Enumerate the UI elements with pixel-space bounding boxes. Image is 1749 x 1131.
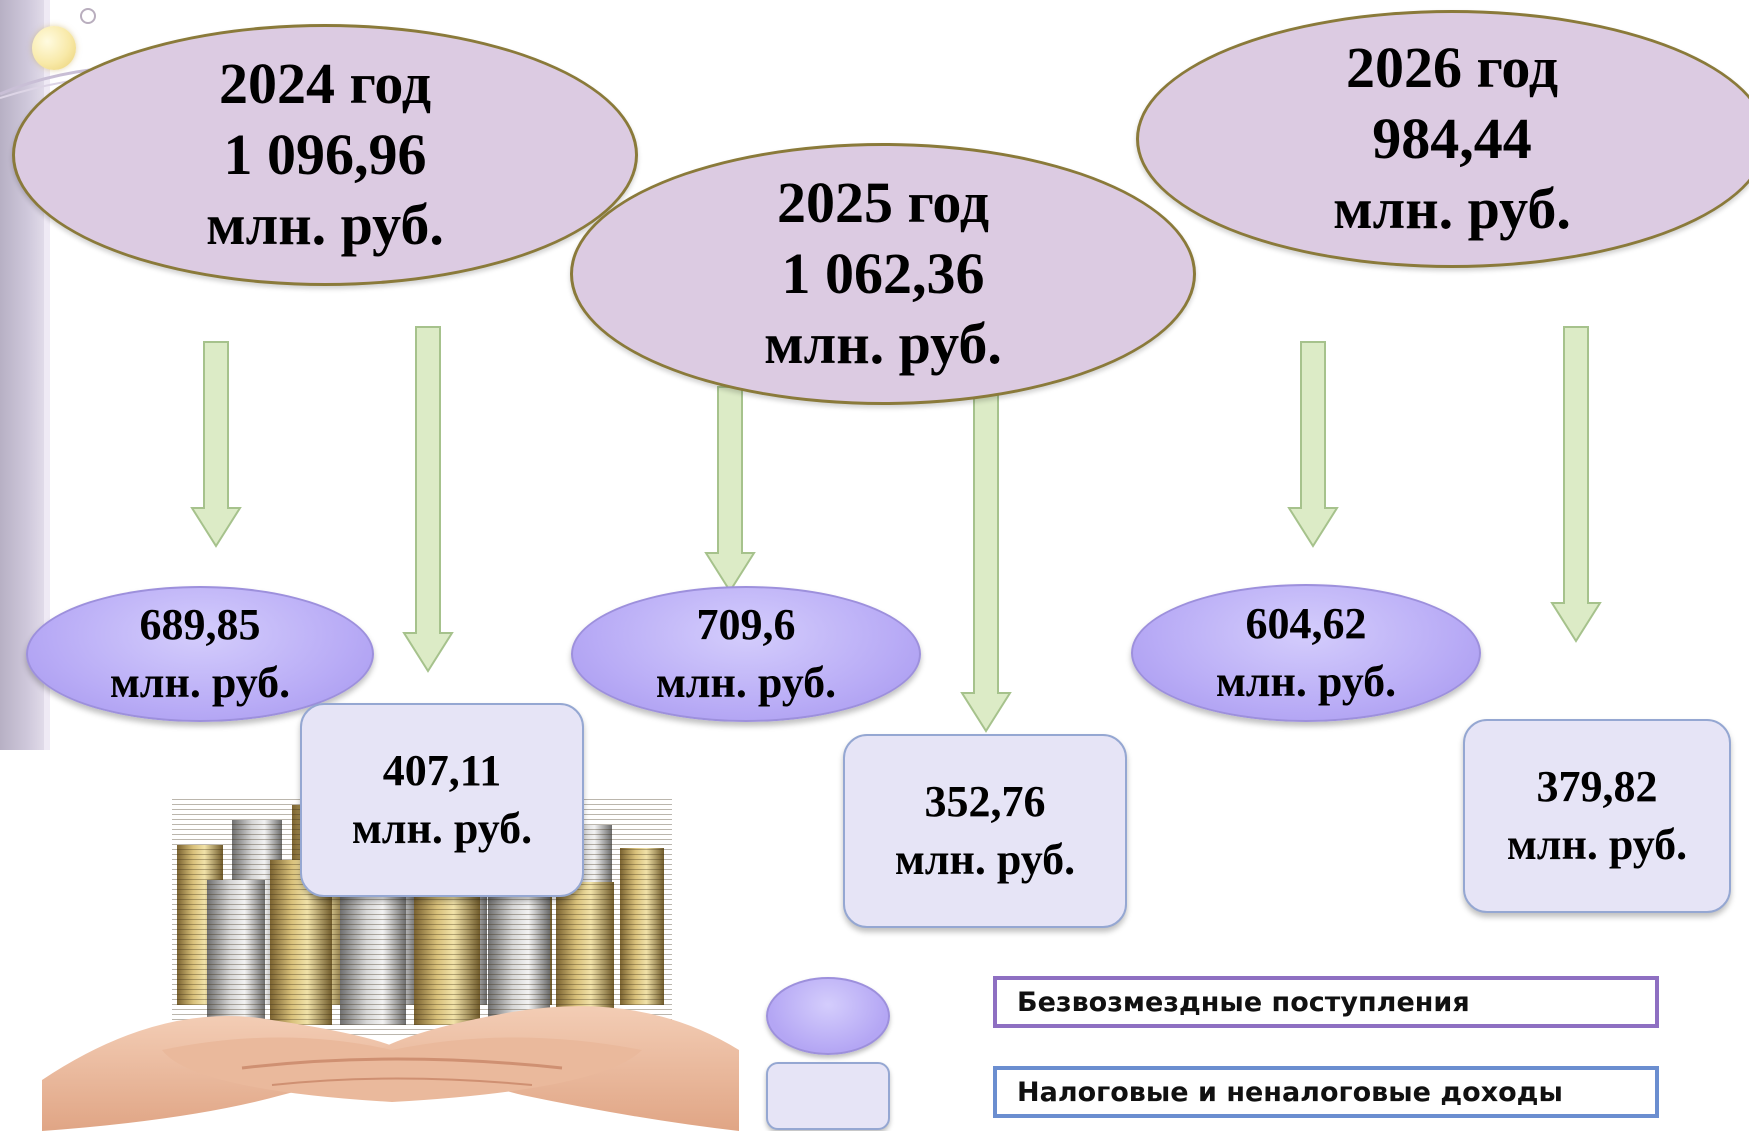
grants-2026-ellipse: 604,62 млн. руб. <box>1131 584 1481 722</box>
legend-tax-label: Налоговые и неналоговые доходы <box>993 1066 1659 1118</box>
year-label: 2024 год <box>218 50 432 116</box>
decorative-orb <box>32 26 76 70</box>
grants-unit: млн. руб. <box>1215 657 1397 706</box>
tax-revenue-value: 407,11 <box>382 745 502 795</box>
tax-revenue-value: 379,82 <box>1536 761 1658 811</box>
year-label: 2025 год <box>776 169 990 235</box>
grants-unit: млн. руб. <box>109 658 291 707</box>
year-2026-total-ellipse: 2026 год 984,44 млн. руб. <box>1136 10 1749 268</box>
tax-revenue-unit: млн. руб. <box>894 835 1076 884</box>
year-2025-total-ellipse: 2025 год 1 062,36 млн. руб. <box>570 143 1196 405</box>
grants-value: 689,85 <box>139 599 261 649</box>
grants-unit: млн. руб. <box>655 658 837 707</box>
year-total-unit: млн. руб. <box>764 311 1002 377</box>
down-arrow-icon <box>960 386 1012 733</box>
grants-value: 709,6 <box>696 599 796 649</box>
decorative-ring <box>80 8 96 24</box>
legend-tax-swatch <box>766 1062 890 1130</box>
year-2024-total-ellipse: 2024 год 1 096,96 млн. руб. <box>12 24 638 286</box>
tax-revenue-unit: млн. руб. <box>351 804 533 853</box>
year-total-unit: млн. руб. <box>1333 176 1571 242</box>
tax-revenue-2024-box: 407,11 млн. руб. <box>300 703 584 897</box>
year-total-value: 1 096,96 <box>223 121 427 187</box>
tax-revenue-unit: млн. руб. <box>1506 820 1688 869</box>
grants-2024-ellipse: 689,85 млн. руб. <box>26 586 374 722</box>
down-arrow-icon <box>190 341 242 548</box>
year-total-value: 984,44 <box>1372 105 1532 171</box>
tax-revenue-value: 352,76 <box>924 776 1046 826</box>
legend-grants-swatch <box>766 977 890 1055</box>
grants-value: 604,62 <box>1245 598 1367 648</box>
tax-revenue-2025-box: 352,76 млн. руб. <box>843 734 1127 928</box>
year-label: 2026 год <box>1345 34 1559 100</box>
down-arrow-icon <box>704 386 756 593</box>
down-arrow-icon <box>1287 341 1339 548</box>
year-total-unit: млн. руб. <box>206 192 444 258</box>
down-arrow-icon <box>402 326 454 673</box>
left-strip-edge <box>44 0 50 750</box>
tax-revenue-2026-box: 379,82 млн. руб. <box>1463 719 1731 913</box>
down-arrow-icon <box>1550 326 1602 643</box>
legend-grants-label: Безвозмездные поступления <box>993 976 1659 1028</box>
year-total-value: 1 062,36 <box>781 240 985 306</box>
grants-2025-ellipse: 709,6 млн. руб. <box>571 586 921 722</box>
